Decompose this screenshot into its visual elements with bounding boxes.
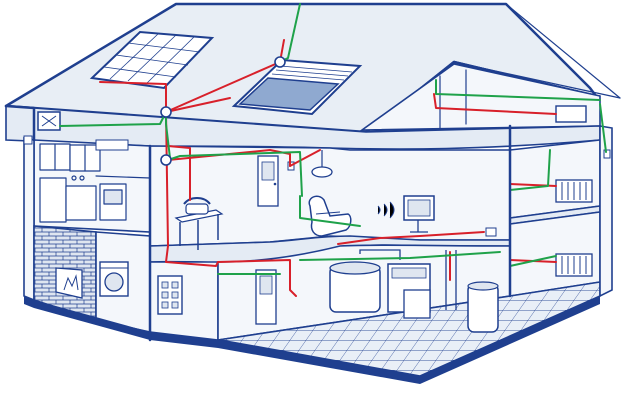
left-wall-side: [23, 137, 35, 302]
wall-outlet-left: [23, 135, 33, 145]
attic-heat-unit: [555, 105, 587, 123]
wall-socket: [485, 227, 497, 237]
roof-window: [231, 58, 363, 116]
water-tank: [467, 281, 499, 333]
fireplace-wall: [33, 225, 97, 322]
radiator-lower: [555, 253, 593, 277]
washing-machine: [99, 261, 129, 297]
armchair: [308, 195, 352, 237]
foundation: [24, 296, 600, 384]
radiator: [555, 179, 593, 203]
outer-outline: [4, 104, 512, 342]
television: [377, 195, 435, 233]
right-wall-side: [599, 125, 613, 298]
living-room: [149, 145, 511, 247]
boiler: [329, 249, 457, 319]
fuse-box: [157, 275, 183, 315]
telephone: [174, 197, 224, 250]
ceiling-lamp: [311, 150, 333, 178]
kitchen: [33, 139, 151, 233]
solar-panel: [89, 30, 215, 90]
attic-air-unit: [37, 111, 61, 131]
attic-outlet: [603, 149, 611, 159]
junctions: [160, 56, 286, 166]
